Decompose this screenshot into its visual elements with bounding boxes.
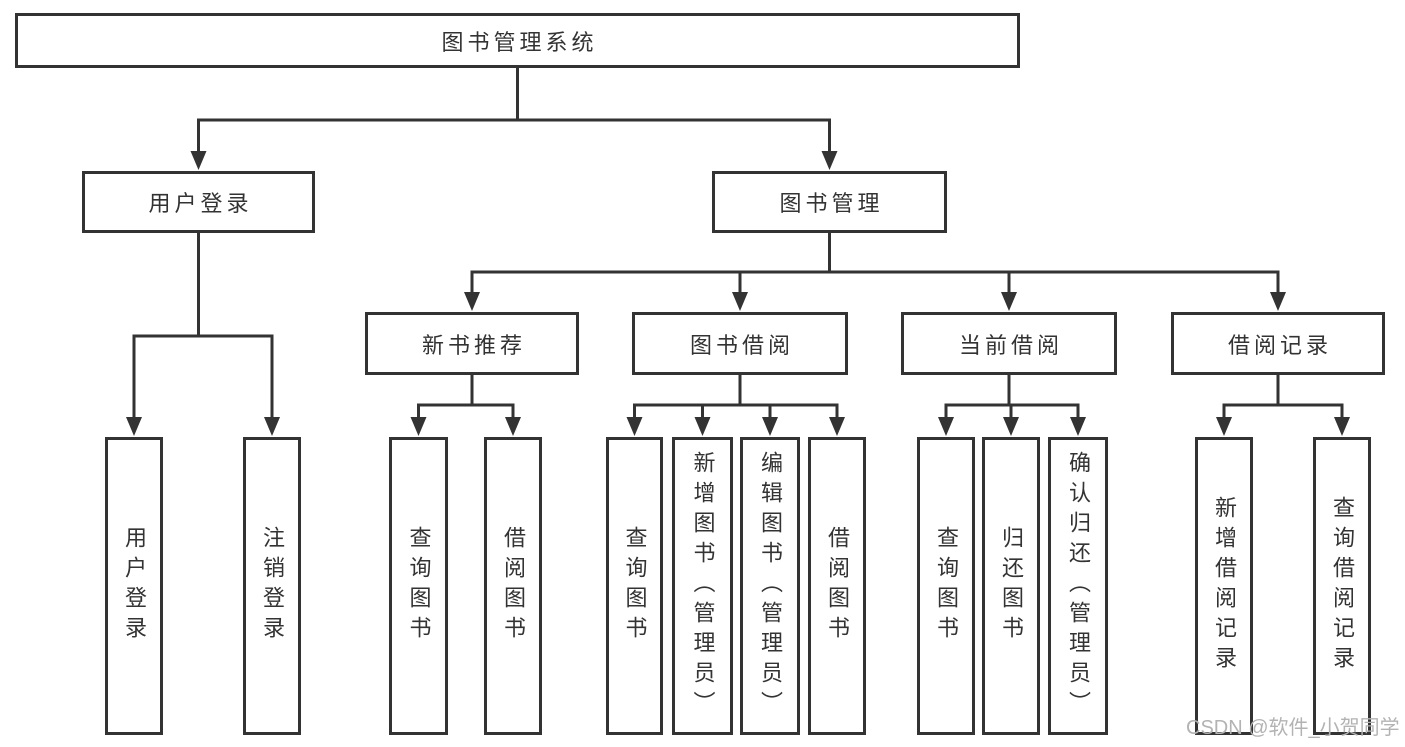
node-library-management-system: 图书管理系统	[15, 13, 1020, 68]
leaf-label: 新增借阅记录	[1212, 496, 1237, 676]
leaf-borrowing-borrow-books: 借阅图书	[808, 437, 866, 735]
leaf-label: 新增图书（管理员）	[690, 451, 716, 721]
leaf-user-login: 用户登录	[105, 437, 163, 735]
leaf-label: 用户登录	[122, 526, 147, 646]
arrowhead-icon	[264, 417, 280, 436]
leaf-label: 借阅图书	[501, 526, 526, 646]
connector-root-to-level2	[190, 66, 838, 170]
node-book-management: 图书管理	[712, 171, 947, 233]
leaf-label: 归还图书	[999, 526, 1024, 646]
arrowhead-icon	[1334, 417, 1350, 436]
leaf-label: 借阅图书	[825, 526, 850, 646]
leaf-newrec-query-books: 查询图书	[389, 437, 448, 735]
leaf-records-query-borrow-record: 查询借阅记录	[1313, 437, 1371, 735]
arrowhead-icon	[1003, 417, 1019, 436]
arrowhead-icon	[126, 417, 142, 436]
connector-bookmgmt-to-level3	[464, 231, 1286, 311]
arrowhead-icon	[732, 292, 748, 311]
arrowhead-icon	[694, 417, 711, 436]
node-borrowing-records: 借阅记录	[1171, 312, 1385, 375]
node-current-borrowing: 当前借阅	[901, 312, 1117, 375]
arrowhead-icon	[626, 417, 643, 436]
arrowhead-icon	[1270, 292, 1286, 311]
connector-userlogin-to-leaves	[126, 231, 280, 436]
node-user-login: 用户登录	[82, 171, 315, 233]
arrowhead-icon	[1216, 417, 1232, 436]
arrowhead-icon	[762, 417, 778, 436]
leaf-newrec-borrow-books: 借阅图书	[484, 437, 542, 735]
leaf-label: 查询图书	[934, 526, 959, 646]
leaf-label: 查询图书	[406, 526, 432, 646]
leaf-label: 查询借阅记录	[1330, 496, 1355, 676]
leaf-current-query-books: 查询图书	[917, 437, 975, 735]
leaf-label: 确认归还（管理员）	[1066, 451, 1091, 721]
leaf-borrowing-query-books: 查询图书	[606, 437, 663, 735]
node-label: 借阅记录	[1227, 332, 1332, 358]
connector-newrec-to-leaves	[410, 373, 521, 436]
arrowhead-icon	[829, 417, 845, 436]
leaf-logout: 注销登录	[243, 437, 301, 735]
arrowhead-icon	[190, 151, 207, 170]
leaf-records-add-borrow-record: 新增借阅记录	[1195, 437, 1253, 735]
node-label: 当前借阅	[958, 332, 1063, 358]
node-label: 图书借阅	[689, 332, 794, 358]
arrowhead-icon	[938, 417, 954, 436]
leaf-label: 编辑图书（管理员）	[758, 451, 783, 721]
arrowhead-icon	[1070, 417, 1086, 436]
leaf-borrowing-add-books-admin: 新增图书（管理员）	[672, 437, 733, 735]
connector-current-to-leaves	[938, 373, 1086, 436]
node-label: 图书管理系统	[441, 29, 598, 55]
node-label: 用户登录	[148, 191, 253, 216]
arrowhead-icon	[821, 151, 838, 170]
connector-borrowing-to-leaves	[626, 373, 845, 436]
leaf-label: 注销登录	[260, 526, 285, 646]
arrowhead-icon	[505, 417, 521, 436]
leaf-borrowing-edit-books-admin: 编辑图书（管理员）	[740, 437, 800, 735]
connector-records-to-leaves	[1216, 373, 1350, 436]
leaf-label: 查询图书	[622, 526, 648, 646]
arrowhead-icon	[464, 292, 480, 311]
csdn-watermark: CSDN @软件_小贺同学	[1186, 717, 1400, 739]
node-label: 图书管理	[779, 191, 884, 216]
leaf-current-confirm-return-admin: 确认归还（管理员）	[1048, 437, 1108, 735]
node-book-borrowing: 图书借阅	[632, 312, 848, 375]
leaf-current-return-books: 归还图书	[982, 437, 1040, 735]
arrowhead-icon	[1001, 292, 1017, 311]
node-label: 新书推荐	[421, 332, 526, 358]
arrowhead-icon	[410, 417, 427, 436]
node-new-book-recommendation: 新书推荐	[365, 312, 579, 375]
